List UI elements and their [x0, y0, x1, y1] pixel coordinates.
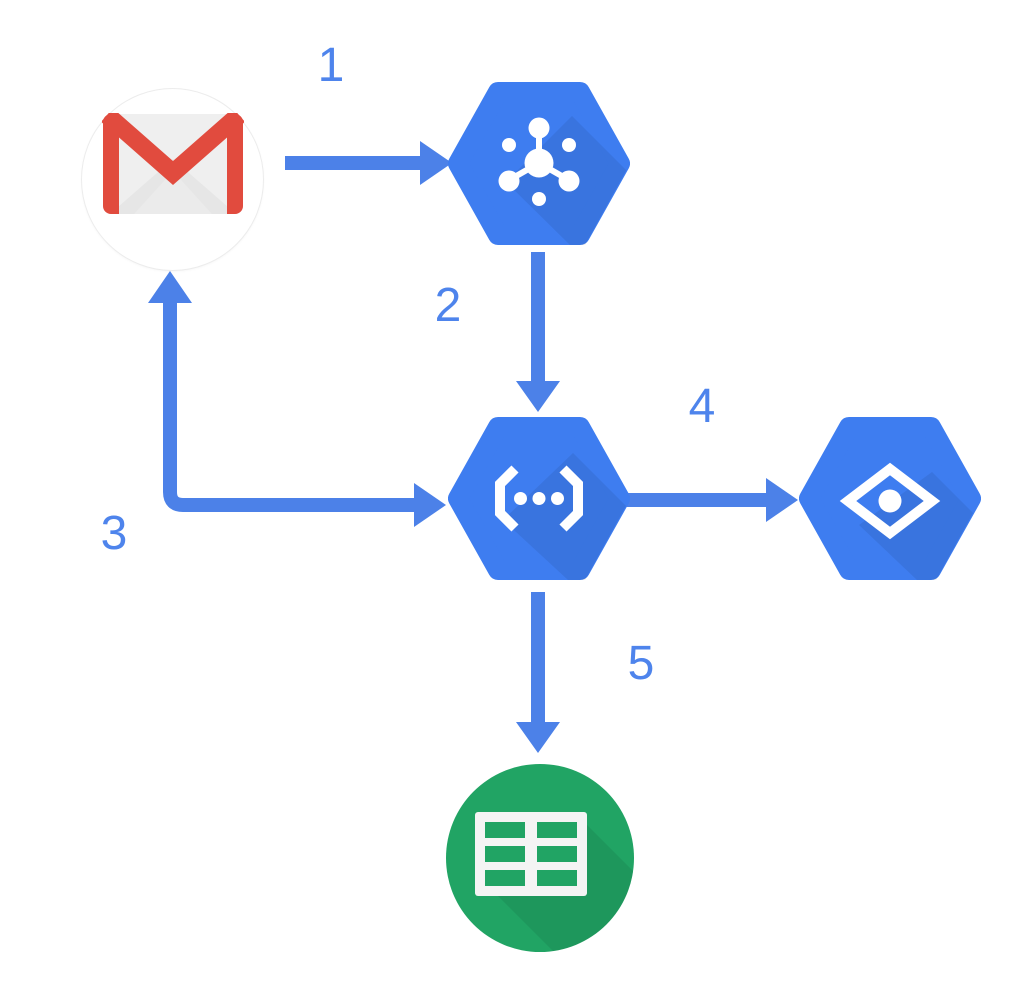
gmail-node: [81, 88, 264, 271]
arrow-step-4: [622, 478, 798, 522]
gmail-icon: [102, 113, 244, 214]
step-label-1: 1: [317, 39, 345, 92]
pubsub-hub-nodes: [498, 117, 580, 206]
cloud-functions-node: [448, 417, 630, 585]
code-brackets-glyph: [495, 465, 583, 532]
ellipsis-dots: [514, 492, 564, 505]
pubsub-icon: [448, 82, 630, 245]
arrow-step-5: [516, 592, 560, 753]
vision-api-icon: [799, 417, 981, 580]
step-label-4: 4: [688, 380, 716, 433]
google-sheets-node: [446, 764, 634, 957]
arrow-step-1: [285, 141, 452, 185]
arrow-step-2: [516, 252, 560, 412]
vision-eye-glyph: [839, 462, 941, 540]
spreadsheet-grid-glyph: [475, 812, 587, 896]
cloud-functions-icon: [448, 417, 630, 580]
cloud-pubsub-node: [448, 82, 630, 250]
arrow-step-3: [148, 271, 446, 527]
step-label-3: 3: [100, 507, 128, 560]
sheets-icon: [446, 764, 634, 952]
cloud-vision-node: [799, 417, 981, 585]
step-label-5: 5: [627, 637, 655, 690]
step-label-2: 2: [434, 279, 462, 332]
